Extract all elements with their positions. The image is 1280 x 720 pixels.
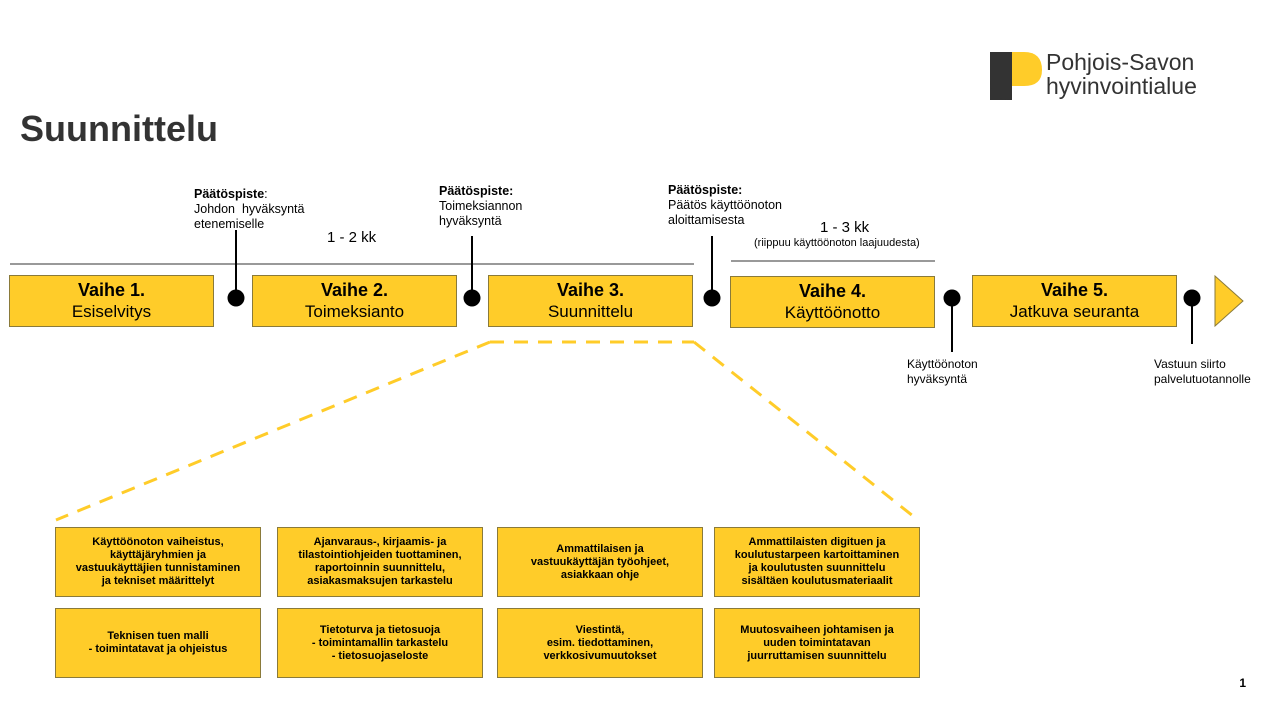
phase-3-box: Vaihe 3. Suunnittelu <box>488 275 693 327</box>
decision-point-3: Päätöspiste: Päätös käyttöönoton aloitta… <box>668 183 782 228</box>
task-text-1: Käyttöönoton vaiheistus, käyttäjäryhmien… <box>75 536 241 587</box>
logo-text: Pohjois-Savon hyvinvointialue <box>1046 50 1197 98</box>
expansion-dash-left <box>55 340 491 522</box>
task-text-7: Viestintä, esim. tiedottaminen, verkkosi… <box>543 623 657 662</box>
decision-point-1-text2: etenemiselle <box>194 217 265 231</box>
decision-point-3-label: Päätöspiste: <box>668 183 743 197</box>
phase-5-name: Jatkuva seuranta <box>1009 302 1140 321</box>
milestone-dot-5 <box>1183 289 1201 307</box>
phase-4-box: Vaihe 4. Käyttöönotto <box>730 276 935 328</box>
milestone-dot-3 <box>703 289 721 307</box>
phase-2-box: Vaihe 2. Toimeksianto <box>252 275 457 327</box>
task-text-5: Teknisen tuen malli - toimintatavat ja o… <box>88 630 228 655</box>
expansion-dash-right <box>693 340 919 522</box>
task-text-4: Ammattilaisten digituen ja koulutustarpe… <box>734 536 900 587</box>
duration-2-note: (riippuu käyttöönoton laajuudesta) <box>754 237 920 249</box>
decision-point-1-text1: Johdon hyväksyntä <box>194 202 305 216</box>
milestone-dot-2 <box>463 289 481 307</box>
task-box-7: Viestintä, esim. tiedottaminen, verkkosi… <box>497 608 703 678</box>
note-acceptance-line1: Käyttöönoton <box>907 357 978 371</box>
logo-line-1: Pohjois-Savon <box>1046 49 1195 75</box>
phase-1-name: Esiselvitys <box>71 302 152 321</box>
duration-2: 1 - 3 kk <box>820 219 870 236</box>
milestone-dot-1 <box>227 289 245 307</box>
phase-2-number: Vaihe 2. <box>320 280 389 300</box>
phase-1-box: Vaihe 1. Esiselvitys <box>9 275 214 327</box>
note-handover: Vastuun siirto palvelutuotannolle <box>1154 357 1251 387</box>
phase-1-number: Vaihe 1. <box>77 280 146 300</box>
logo-icon <box>990 52 1042 100</box>
phase-3-number: Vaihe 3. <box>556 280 625 300</box>
note-acceptance-line2: hyväksyntä <box>907 372 968 386</box>
decision-point-2: Päätöspiste: Toimeksiannon hyväksyntä <box>439 184 522 229</box>
decision-point-3-text2: aloittamisesta <box>668 213 745 227</box>
task-box-8: Muutosvaiheen johtamisen ja uuden toimin… <box>714 608 920 678</box>
page-number: 1 <box>1239 676 1246 690</box>
task-box-4: Ammattilaisten digituen ja koulutustarpe… <box>714 527 920 597</box>
decision-point-2-text2: hyväksyntä <box>439 214 502 228</box>
decision-point-2-text1: Toimeksiannon <box>439 199 523 213</box>
note-acceptance: Käyttöönoton hyväksyntä <box>907 357 978 387</box>
duration-1: 1 - 2 kk <box>327 229 377 246</box>
task-box-1: Käyttöönoton vaiheistus, käyttäjäryhmien… <box>55 527 261 597</box>
task-text-2: Ajanvaraus-, kirjaamis- ja tilastointioh… <box>298 536 462 587</box>
logo-line-2: hyvinvointialue <box>1046 73 1197 99</box>
note-handover-line2: palvelutuotannolle <box>1154 372 1251 386</box>
phase-4-number: Vaihe 4. <box>798 281 867 301</box>
task-box-6: Tietoturva ja tietosuoja - toimintamalli… <box>277 608 483 678</box>
timeline-arrow-icon <box>1214 274 1244 328</box>
decision-point-2-label: Päätöspiste: <box>439 184 514 198</box>
decision-point-3-text1: Päätös käyttöönoton <box>668 198 782 212</box>
task-box-2: Ajanvaraus-, kirjaamis- ja tilastointioh… <box>277 527 483 597</box>
task-text-6: Tietoturva ja tietosuoja - toimintamalli… <box>311 623 449 662</box>
milestone-dot-4 <box>943 289 961 307</box>
task-text-3: Ammattilaisen ja vastuukäyttäjän työohje… <box>530 542 670 581</box>
task-box-3: Ammattilaisen ja vastuukäyttäjän työohje… <box>497 527 703 597</box>
phase-2-name: Toimeksianto <box>304 302 405 321</box>
task-box-5: Teknisen tuen malli - toimintatavat ja o… <box>55 608 261 678</box>
phase-5-box: Vaihe 5. Jatkuva seuranta <box>972 275 1177 327</box>
page-title: Suunnittelu <box>20 108 218 149</box>
phase-3-name: Suunnittelu <box>547 302 634 321</box>
decision-point-1: Päätöspiste: Johdon hyväksyntä etenemise… <box>194 187 305 232</box>
phase-4-name: Käyttöönotto <box>784 303 881 322</box>
decision-point-1-label: Päätöspiste <box>194 187 265 201</box>
phase-5-number: Vaihe 5. <box>1040 280 1109 300</box>
task-text-8: Muutosvaiheen johtamisen ja uuden toimin… <box>740 623 894 662</box>
note-handover-line1: Vastuun siirto <box>1154 357 1226 371</box>
decision-point-1-suffix: : <box>264 187 268 201</box>
